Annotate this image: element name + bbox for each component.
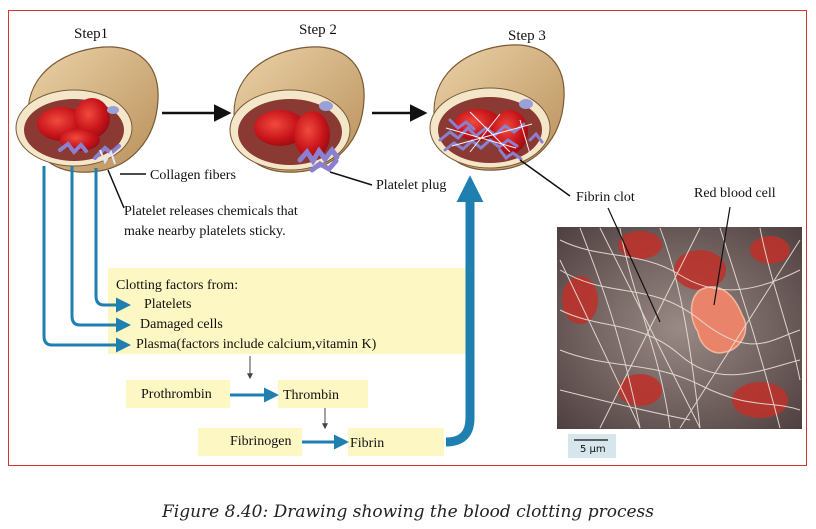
clotting-factors-box [108, 268, 468, 354]
prothrombin-label: Prothrombin [141, 387, 212, 402]
fibrin-clot-label: Fibrin clot [576, 190, 635, 205]
fibrin-box [348, 428, 444, 456]
platelet-release-line1: Platelet releases chemicals that [124, 204, 298, 219]
platelet-plug-label: Platelet plug [376, 178, 447, 193]
figure-frame [8, 10, 807, 466]
step3-label: Step 3 [508, 28, 546, 44]
step1-label: Step1 [74, 26, 109, 42]
sem-micrograph [557, 227, 802, 458]
thrombin-box [278, 380, 368, 408]
figure-caption: Figure 8.40: Drawing showing the blood c… [161, 502, 654, 522]
vessel-step1 [15, 46, 159, 173]
prothrombin-box [126, 380, 230, 408]
clotting-factor-arrows [42, 166, 131, 353]
scale-bar-label: 5 µm [580, 444, 606, 455]
clotting-factors-header: Clotting factors from: [116, 278, 239, 293]
fibrin-to-step3-arrow [445, 175, 484, 447]
fibrin-label: Fibrin [350, 436, 385, 451]
platelet-release-pointer [107, 169, 125, 209]
platelet-plug-pointer [329, 171, 373, 186]
clotting-item-platelets: Platelets [144, 297, 192, 312]
rbc-pointer-sem [713, 206, 731, 306]
fibrin-clot-pointer-top [519, 159, 571, 197]
platelet-release-line2: make nearby platelets sticky. [124, 224, 286, 239]
vessel-step3 [429, 44, 565, 171]
fibrin-clot-pointer-sem [607, 207, 661, 323]
thrombin-label: Thrombin [283, 388, 339, 403]
fibrinogen-box [198, 428, 302, 456]
vessel-step2 [229, 46, 365, 173]
scale-bar-box [568, 434, 616, 458]
clotting-item-plasma: Plasma(factors include calcium,vitamin K… [136, 337, 377, 352]
fibrinogen-label: Fibrinogen [230, 434, 292, 449]
red-blood-cell-sem [690, 286, 747, 354]
collagen-fibers-label: Collagen fibers [150, 168, 236, 183]
step2-label: Step 2 [299, 22, 337, 38]
clotting-item-damaged-cells: Damaged cells [140, 317, 223, 332]
red-blood-cell-label: Red blood cell [694, 186, 776, 201]
